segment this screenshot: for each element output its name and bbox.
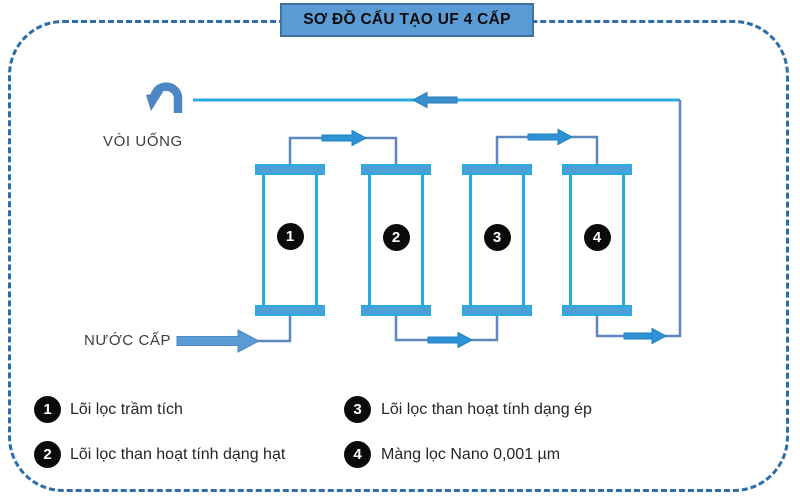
filter4-bottom-cap bbox=[562, 305, 632, 316]
page-title: SƠ ĐỒ CẤU TẠO UF 4 CẤP bbox=[280, 3, 534, 37]
flow-arrow-right-bottom1-icon bbox=[427, 331, 474, 349]
filter3-top-cap bbox=[462, 164, 532, 175]
input-label: NƯỚC CẤP bbox=[84, 332, 172, 349]
filter4-number-badge: 4 bbox=[583, 224, 611, 251]
filter1-number-badge: 1 bbox=[276, 223, 304, 250]
u-turn-arrow-icon bbox=[146, 82, 183, 113]
legend2-label: Lõi lọc than hoạt tính dạng hạt bbox=[70, 446, 286, 463]
legend1-label: Lõi lọc trầm tích bbox=[70, 401, 183, 418]
legend3-label: Lõi lọc than hoạt tính dạng ép bbox=[381, 401, 592, 418]
connector-filter2-filter3 bbox=[394, 312, 499, 342]
legend2-number-badge: 2 bbox=[34, 441, 61, 468]
filter1-top-cap bbox=[255, 164, 325, 175]
flow-arrow-left-output-icon bbox=[411, 91, 458, 109]
filter3-number-badge: 3 bbox=[483, 224, 511, 251]
flow-arrow-right-top2-icon bbox=[527, 128, 574, 146]
legend4-label: Màng lọc Nano 0,001 µm bbox=[381, 446, 561, 463]
legend3-number-badge: 3 bbox=[344, 396, 371, 423]
flow-arrow-right-bottom2-icon bbox=[623, 327, 668, 345]
flow-arrow-right-top1-icon bbox=[321, 129, 368, 147]
inlet-arrow-icon bbox=[176, 329, 261, 353]
filter1-bottom-cap bbox=[255, 305, 325, 316]
inlet-pipe-line bbox=[256, 312, 292, 343]
filter3-bottom-cap bbox=[462, 305, 532, 316]
filter4-top-cap bbox=[562, 164, 632, 175]
filter2-top-cap bbox=[361, 164, 431, 175]
filter4-body bbox=[569, 170, 625, 310]
legend1-number-badge: 1 bbox=[34, 396, 61, 423]
filter2-bottom-cap bbox=[361, 305, 431, 316]
output-label: VÒI UỐNG bbox=[103, 133, 183, 150]
legend4-number-badge: 4 bbox=[344, 441, 371, 468]
filter2-number-badge: 2 bbox=[382, 224, 410, 251]
